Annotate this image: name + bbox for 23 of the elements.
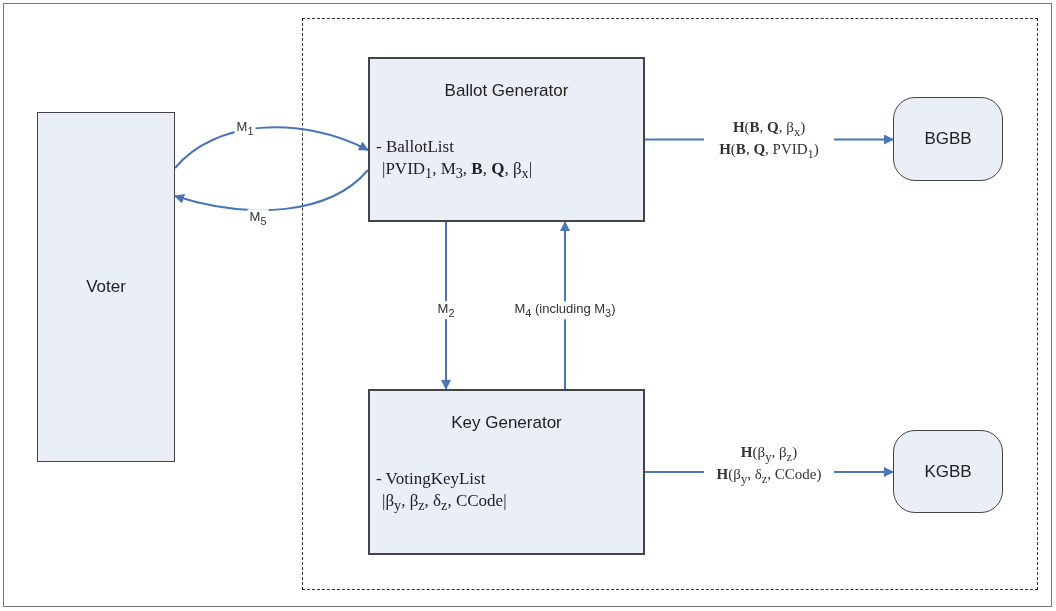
- node-title: Key Generator: [450, 413, 563, 433]
- arrow: [441, 221, 451, 390]
- edge-label: M$_{4}$ (including M$_{3}$): [512, 301, 618, 319]
- dashed-boundary: [302, 18, 1038, 590]
- process-box: [368, 57, 645, 222]
- edge-label: M$_{5}$: [247, 209, 269, 227]
- edge-label: M$_{2}$: [435, 301, 457, 319]
- node-title: BGBB: [923, 129, 973, 149]
- arrow: [560, 221, 570, 390]
- arrow: [174, 169, 369, 212]
- node-description: - BallotList: [376, 137, 454, 157]
- edge-label: M$_{1}$: [234, 119, 256, 137]
- arrow: [174, 126, 369, 169]
- node-title: KGBB: [923, 461, 973, 482]
- rounded-box: [893, 430, 1003, 513]
- node-description: - VotingKeyList: [376, 469, 486, 489]
- actor-box: [37, 112, 175, 462]
- node-description: |β$_{y}$, β$_{z}$, δ$_{z}$, CCode|: [382, 491, 507, 515]
- node-title: Ballot Generator: [443, 81, 570, 101]
- node-description: |PVID$_{1}$, M$_{3}$, B, Q, β$_{x}$|: [382, 159, 533, 183]
- process-box: [368, 389, 645, 555]
- rounded-box: [893, 97, 1003, 181]
- node-title: Voter: [85, 277, 127, 297]
